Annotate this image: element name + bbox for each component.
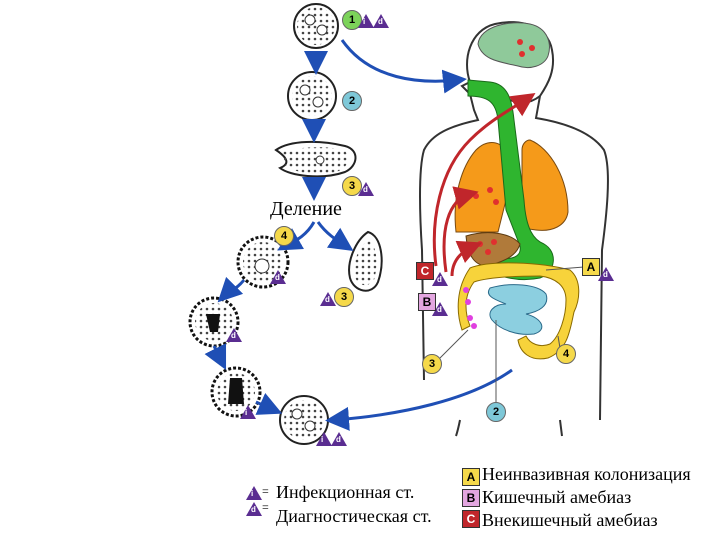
infective-marker-lower: i: [240, 405, 256, 419]
legend-a-text: Неинвазивная колонизация: [482, 464, 691, 484]
body-box-a: A: [582, 258, 600, 276]
dividing-trophozoite-right: [348, 230, 383, 292]
diagnostic-marker-3b: d: [320, 292, 336, 306]
diagnostic-marker-final: d: [331, 432, 347, 446]
legend-infective-text: Инфекционная ст.: [276, 482, 415, 502]
human-body: [419, 21, 609, 437]
step-badge-4: 4: [274, 226, 294, 246]
cyst-lower-1: [188, 296, 240, 348]
legend-box-c: C: [462, 510, 480, 528]
cyst-stage-2: [287, 71, 337, 121]
step-badge-2-body: 2: [486, 402, 506, 422]
trophozoite-stage-3: [274, 140, 357, 178]
invasion-dots: [463, 287, 477, 329]
step-badge-3: 3: [342, 176, 362, 196]
legend-infective-eq: =: [262, 484, 269, 498]
diagnostic-marker-4: d: [270, 270, 286, 284]
diagnostic-marker-lower: d: [226, 328, 242, 342]
pointer-lines: [439, 266, 585, 408]
body-box-b: B: [418, 293, 436, 311]
small-intestine: [488, 284, 548, 335]
infective-marker-final: i: [316, 432, 332, 446]
legend-box-b: B: [462, 489, 480, 507]
diagnostic-marker-b: d: [432, 302, 448, 316]
legend-box-a: A: [462, 468, 480, 486]
diagnostic-marker-1: d: [373, 14, 389, 28]
infective-marker-1: i: [358, 14, 374, 28]
left-lung: [454, 142, 507, 233]
legend-diagnostic-eq: =: [262, 500, 269, 514]
legend-infective-icon: i: [246, 486, 262, 500]
step-badge-4-body: 4: [556, 344, 576, 364]
legend-diagnostic-icon: d: [246, 502, 262, 516]
red-spread-arrows: [432, 93, 536, 277]
body-box-c: C: [416, 262, 434, 280]
legend-diagnostic-text: Диагностическая ст.: [276, 506, 432, 526]
legend-b-text: Кишечный амебиаз: [482, 487, 632, 507]
step-badge-3b: 3: [334, 287, 354, 307]
step-badge-3-body: 3: [422, 354, 442, 374]
cyst-lower-2: [210, 366, 262, 418]
step-badge-2: 2: [342, 91, 362, 111]
diagnostic-marker-c: d: [432, 272, 448, 286]
diagnostic-marker-a: d: [598, 267, 614, 281]
diagnostic-marker-3: d: [358, 182, 374, 196]
right-lung: [521, 139, 569, 231]
division-label: Деление: [270, 198, 342, 220]
brain: [477, 22, 550, 69]
cyst-stage-1: [293, 3, 339, 49]
digestive-tract: [467, 79, 554, 281]
legend-c-text: Внекишечный амебиаз: [482, 510, 658, 530]
